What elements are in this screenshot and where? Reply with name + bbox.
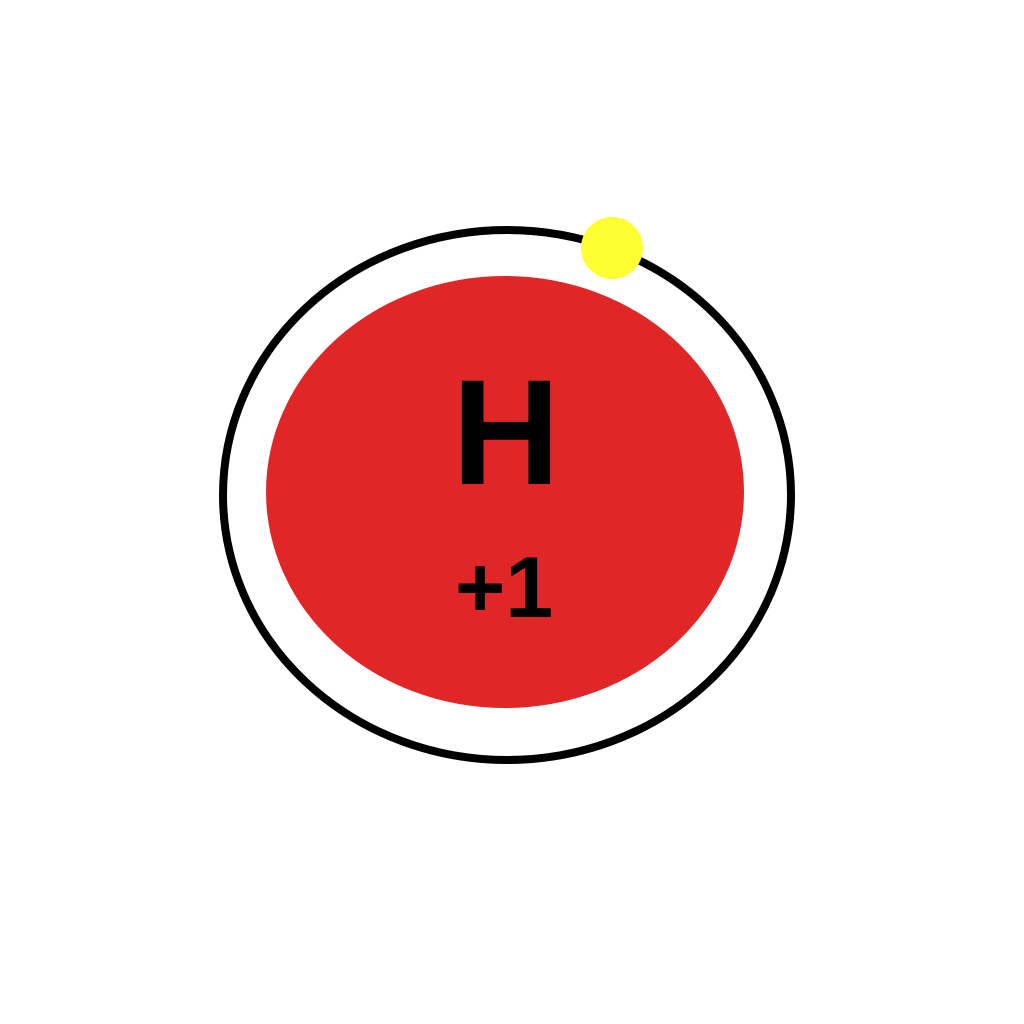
electron-orbit: [219, 226, 795, 764]
element-symbol: H: [452, 348, 560, 516]
nuclear-charge: +1: [455, 540, 553, 636]
electron: [581, 217, 643, 279]
nucleus: [266, 276, 744, 708]
